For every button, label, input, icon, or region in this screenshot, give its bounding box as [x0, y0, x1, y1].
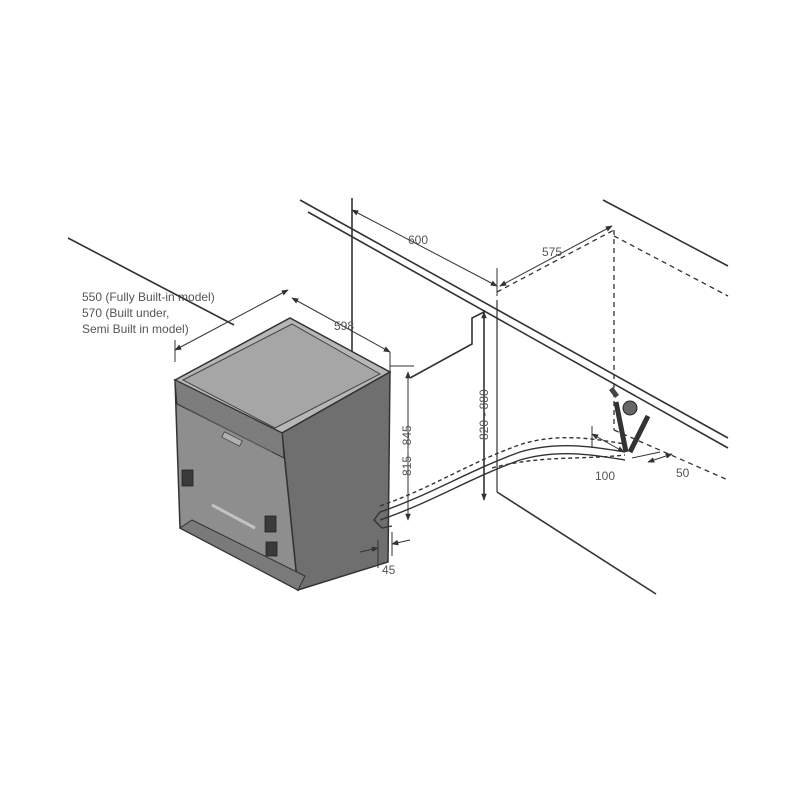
dim-50-line — [647, 453, 673, 463]
door-handle — [221, 431, 243, 447]
control-panel-strip — [174, 379, 285, 459]
dim-575-line — [499, 225, 613, 287]
dim-45-arrow-left — [359, 546, 379, 553]
label-45: 45 — [382, 563, 396, 577]
dim-100-line — [591, 433, 625, 453]
dim-598-line — [291, 297, 391, 353]
label-575: 575 — [542, 245, 562, 259]
label-50: 50 — [676, 466, 690, 480]
dim-600-line — [351, 209, 498, 287]
label-820-880: 820 - 880 — [477, 389, 491, 440]
service-label-icon — [265, 541, 278, 557]
dim-50-ext — [631, 451, 661, 459]
warning-label-icon — [264, 515, 277, 533]
dimension-lines — [174, 209, 673, 568]
hose-hidden-run — [491, 454, 626, 469]
drain-hose-solid-edge — [379, 452, 626, 521]
depth-note-line-3: Semi Built in model) — [82, 322, 189, 336]
hose-outlet-bend — [373, 511, 393, 529]
water-connections — [609, 387, 651, 454]
cabinet-panel-notch — [409, 311, 485, 379]
floor-line-right — [496, 491, 657, 595]
dim-depth-line — [174, 289, 289, 351]
dishwasher — [173, 317, 392, 592]
rating-label-icon — [181, 469, 194, 487]
inlet-hose-dashed — [379, 436, 626, 507]
tap-pipe-right — [627, 414, 651, 454]
dim-45-arrow-right — [391, 539, 411, 546]
floor-line-left — [67, 237, 235, 326]
hidden-back-top — [613, 235, 729, 297]
plinth — [179, 519, 306, 591]
hidden-back-floor — [613, 429, 729, 481]
label-815-845: 815 - 845 — [400, 425, 414, 476]
label-600: 600 — [408, 233, 428, 247]
tap-handle-icon — [609, 387, 619, 398]
depth-note-line-2: 570 (Built under, — [82, 306, 170, 320]
kick-plate-slot — [211, 503, 256, 530]
wall-top-edge — [602, 199, 729, 267]
door-top-seam — [189, 409, 273, 453]
cabinet-outline — [67, 198, 729, 595]
label-598: 598 — [334, 319, 354, 333]
drain-hose-solid — [379, 444, 626, 513]
hidden-top-back-edge — [496, 229, 615, 293]
label-100: 100 — [595, 469, 615, 483]
tap-valve-icon — [622, 400, 638, 416]
